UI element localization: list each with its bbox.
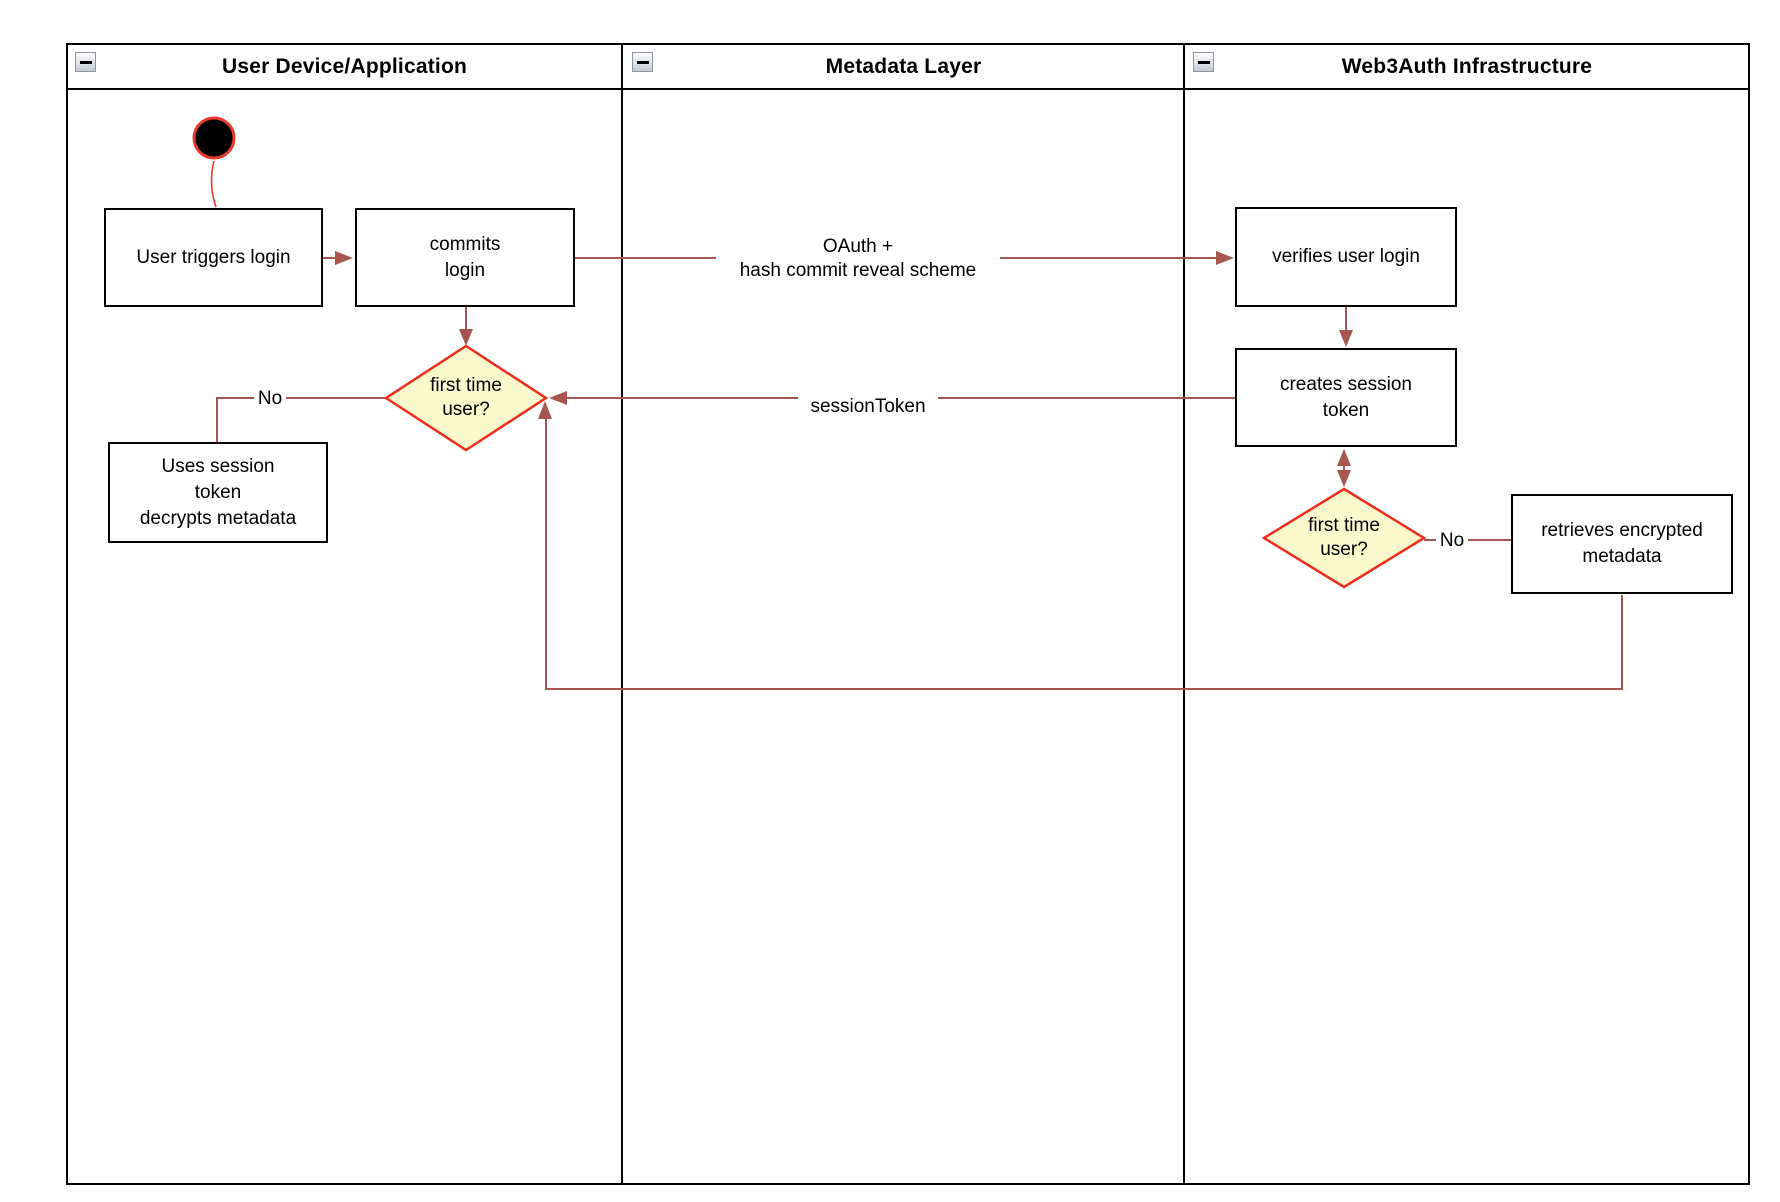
arrowhead-right-icon — [335, 251, 353, 265]
diagram-frame — [66, 43, 1750, 1185]
collapse-lane-icon[interactable] — [632, 52, 653, 72]
edge-label-line: hash commit reveal scheme — [739, 260, 977, 281]
arrowhead-right-icon — [1216, 251, 1234, 265]
arrowhead-down-icon — [1339, 330, 1353, 347]
node-retrieves-encrypted-metadata[interactable]: retrieves encrypted metadata — [1511, 494, 1733, 594]
node-label: token — [194, 481, 242, 503]
collapse-lane-icon[interactable] — [75, 52, 96, 72]
arrowhead-down-icon — [1337, 470, 1351, 487]
node-label: User triggers login — [136, 246, 291, 268]
node-uses-session-token[interactable]: Uses session token decrypts metadata — [108, 442, 328, 543]
decision-first-time-user-right[interactable] — [1261, 487, 1427, 589]
edge-label-no-left[interactable]: No — [254, 388, 286, 409]
edge-label-line: No — [1439, 529, 1465, 551]
arrowhead-up-icon — [1337, 449, 1351, 466]
node-label: Uses session — [161, 455, 275, 477]
arrowhead-left-icon — [549, 391, 567, 405]
node-label: creates session — [1279, 373, 1412, 395]
arrowhead-down-icon — [459, 329, 473, 346]
node-label: verifies user login — [1272, 246, 1420, 267]
arrowhead-up-icon — [538, 401, 552, 419]
lane-header-web3auth[interactable]: Web3Auth Infrastructure — [1341, 54, 1593, 78]
edge-label-line: sessionToken — [810, 396, 926, 417]
lane-divider-2 — [1183, 43, 1185, 1185]
edge-label-session-token[interactable]: sessionToken — [798, 394, 938, 420]
header-divider — [66, 88, 1750, 90]
node-label: commits — [429, 233, 501, 255]
node-label: decrypts metadata — [139, 507, 297, 529]
node-verifies-user-login[interactable]: verifies user login — [1235, 207, 1457, 307]
decision-first-time-user-left[interactable] — [383, 344, 549, 452]
lane-header-user-device[interactable]: User Device/Application — [221, 54, 467, 78]
lane-header-metadata-layer[interactable]: Metadata Layer — [825, 54, 982, 78]
node-label: login — [444, 259, 486, 281]
edge-label-oauth[interactable]: OAuth + hash commit reveal scheme — [716, 235, 1000, 283]
node-commits-login[interactable]: commits login — [355, 208, 575, 307]
node-label: metadata — [1582, 546, 1662, 567]
edge-no-left[interactable] — [216, 397, 386, 442]
node-label: retrieves encrypted — [1541, 520, 1703, 541]
edge-label-line: No — [257, 387, 283, 409]
minus-icon — [636, 60, 649, 64]
collapse-lane-icon[interactable] — [1193, 52, 1214, 72]
start-node[interactable] — [192, 116, 236, 160]
node-label: token — [1322, 399, 1370, 421]
minus-icon — [1197, 60, 1210, 64]
edge-label-no-right[interactable]: No — [1436, 530, 1468, 551]
edge-start-to-trigger[interactable] — [210, 160, 217, 208]
node-user-triggers-login[interactable]: User triggers login — [104, 208, 323, 307]
edge-feedback[interactable] — [545, 419, 1623, 690]
minus-icon — [79, 60, 92, 64]
node-creates-session-token[interactable]: creates session token — [1235, 348, 1457, 447]
edge-label-line: OAuth + — [822, 236, 894, 257]
lane-divider-1 — [621, 43, 623, 1185]
